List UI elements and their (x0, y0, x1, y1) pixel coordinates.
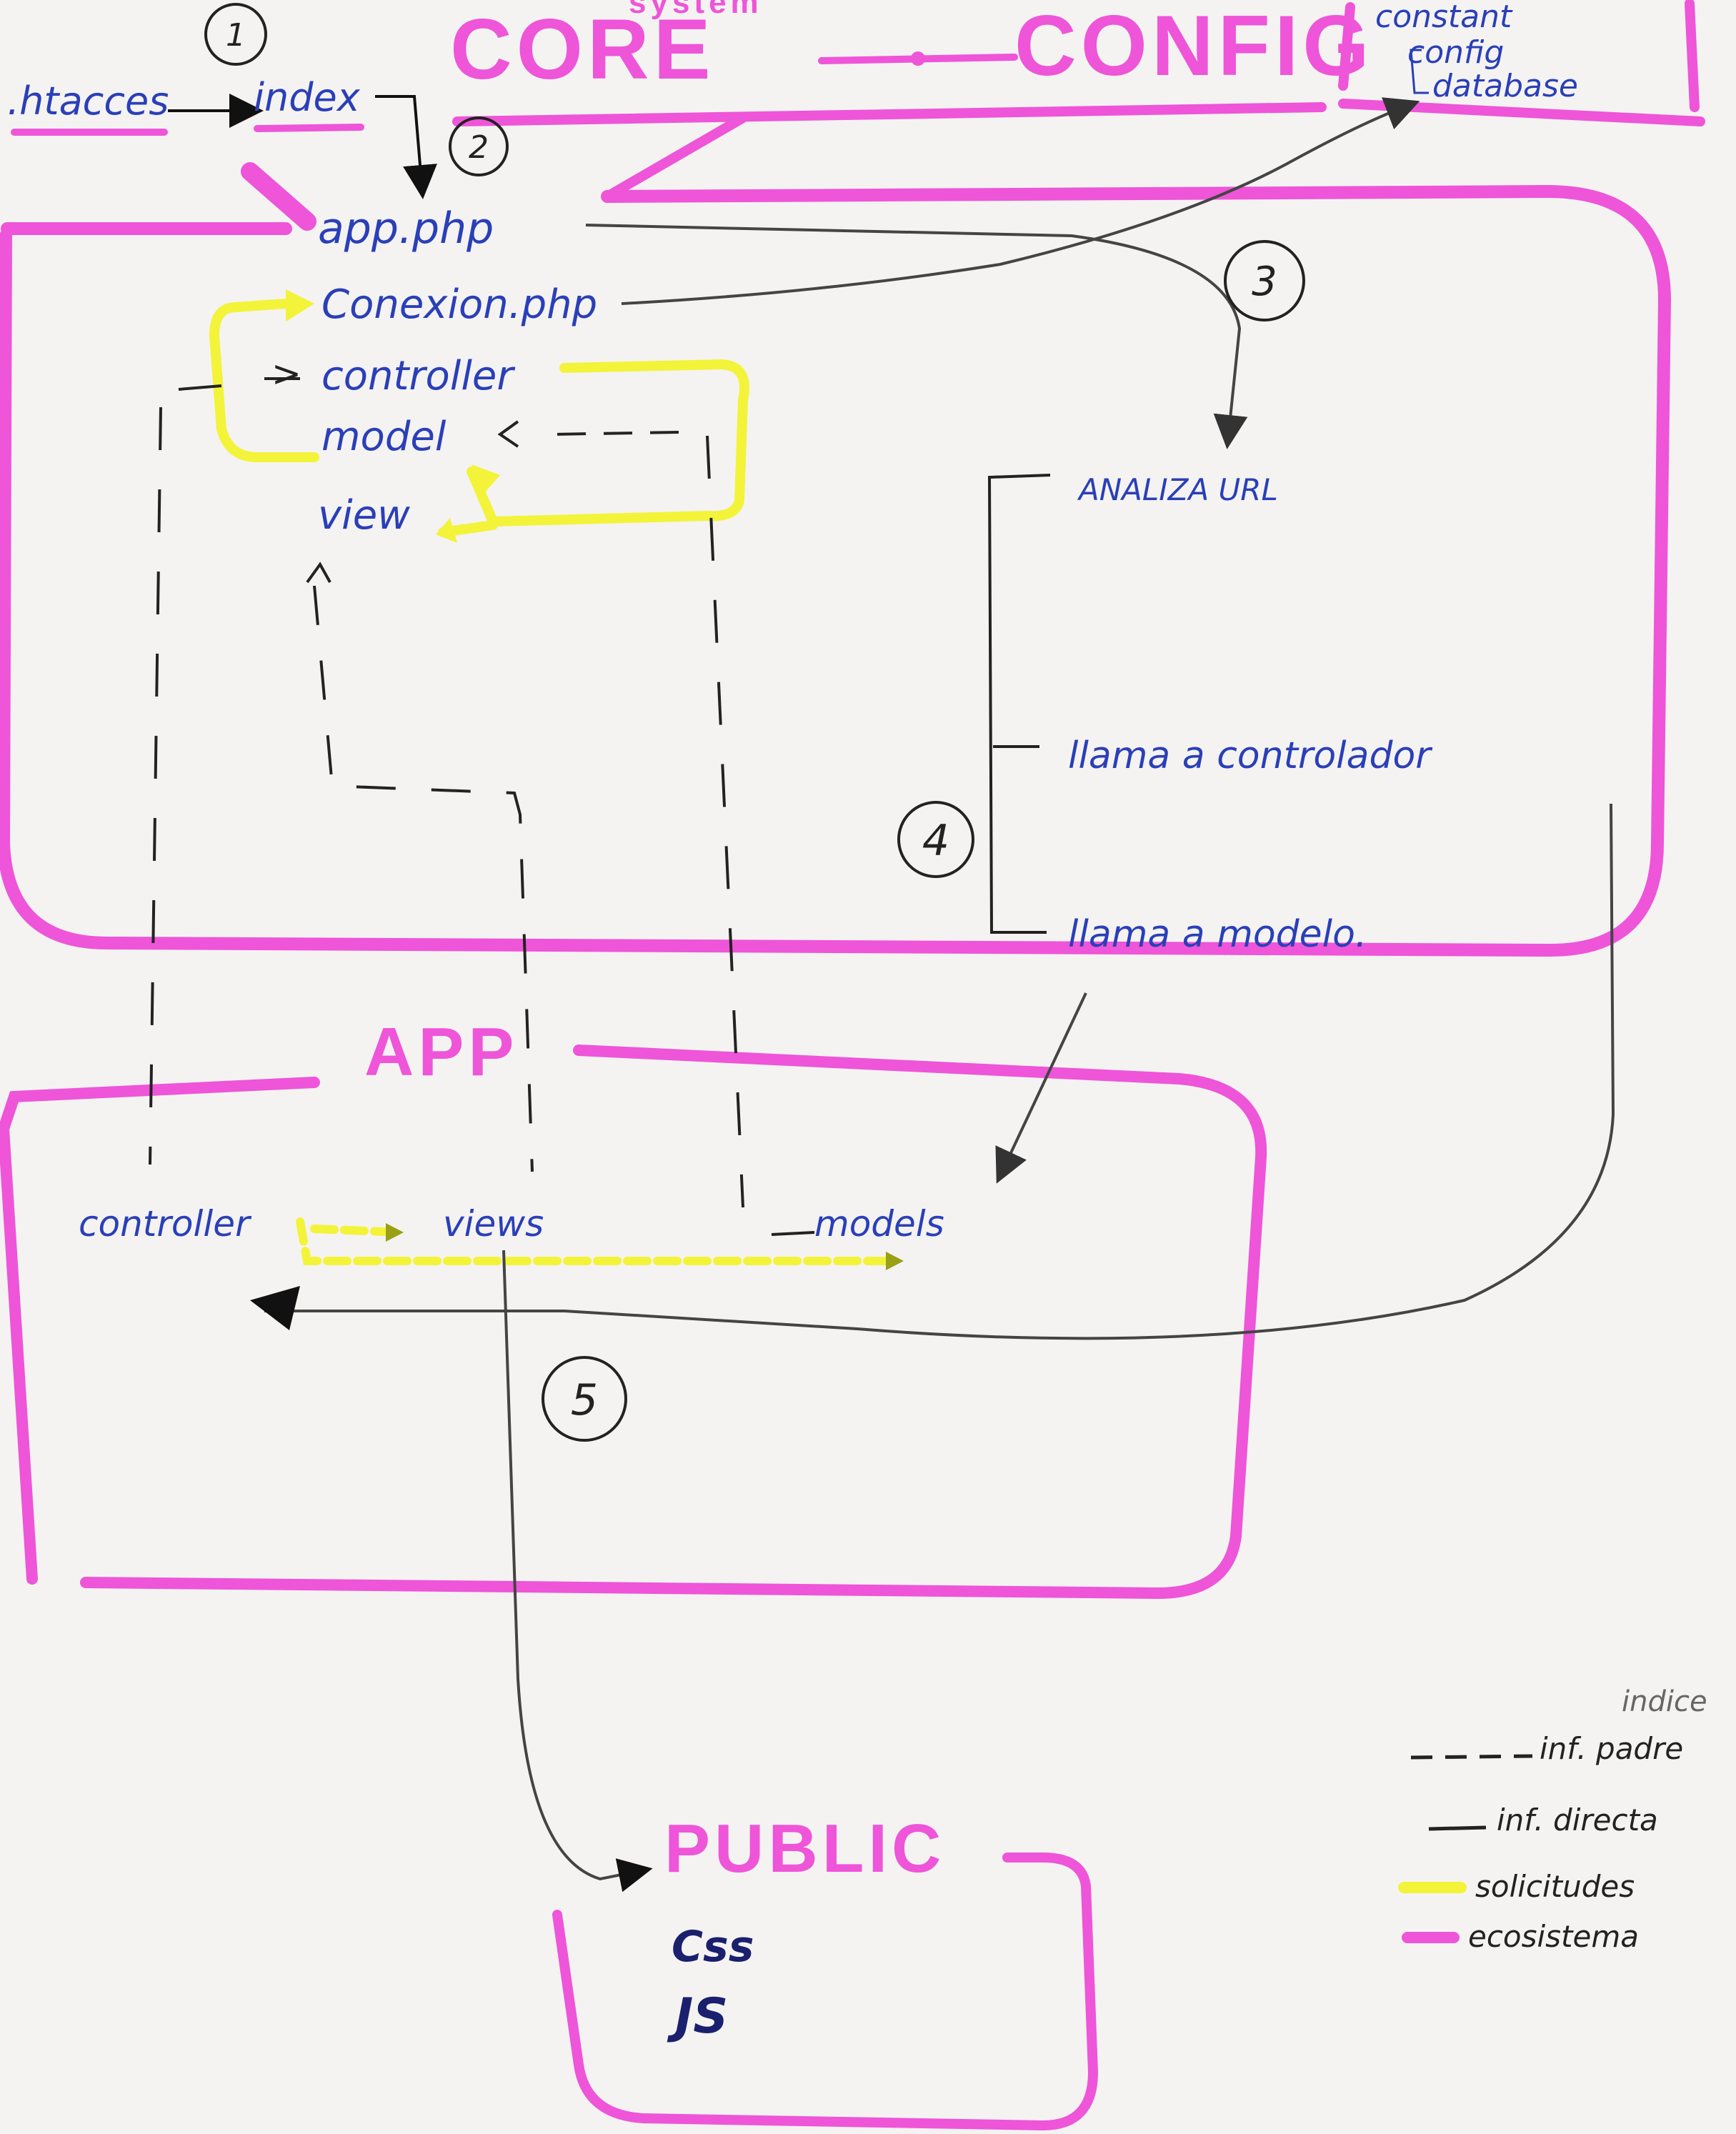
legend-title: indice (1622, 1685, 1707, 1718)
app-ecosystem-box (0, 1044, 1267, 1600)
svg-text:1: 1 (226, 17, 246, 54)
entry-underlines (11, 124, 364, 136)
svg-text:4: 4 (922, 816, 949, 866)
arrow-head-controller (250, 1286, 300, 1330)
legend-solid-swatch (1428, 1825, 1487, 1831)
core-view-label: view (318, 492, 410, 539)
controller-pointer-glyph: > (271, 353, 301, 394)
app-controller-label: controller (79, 1203, 252, 1245)
svg-text:5: 5 (571, 1375, 598, 1425)
public-js-label: JS (667, 1988, 728, 2045)
flow-analiza-url: ANALIZA URL (1077, 472, 1278, 507)
legend-dashed-swatch (1410, 1754, 1533, 1760)
app-models-label: models (814, 1203, 944, 1245)
dashed-model-return (549, 431, 679, 436)
step-4-circle: 4 (897, 801, 974, 878)
dashed-core-left (149, 407, 162, 1165)
legend-dashed-label: inf. padre (1540, 1731, 1683, 1766)
flow-llama-controlador: llama a controlador (1068, 734, 1433, 777)
step-5-circle: 5 (542, 1356, 627, 1442)
flow-bracket (987, 474, 1051, 934)
arrow-index-app (375, 95, 437, 199)
system-label: system (629, 0, 763, 20)
conexion-php-label: Conexion.php (321, 281, 597, 328)
config-item-constant: constant (1375, 0, 1513, 35)
arrow-views-public (502, 1250, 653, 1893)
htaccess-label: .htacces (7, 79, 169, 124)
public-css-label: Css (672, 1922, 754, 1972)
svg-text:2: 2 (469, 129, 489, 166)
flow-llama-modelo: llama a modelo. (1068, 913, 1367, 956)
dashed-core-right (706, 435, 744, 1208)
public-ecosystem-box (552, 1853, 1099, 2131)
config-item-config: config (1407, 34, 1504, 71)
arrow-app-analiza (585, 224, 1248, 449)
step-3-circle: 3 (1224, 240, 1305, 321)
step-2-circle: 2 (449, 116, 509, 176)
core-ecosystem-box (0, 184, 1672, 957)
core-title-underline (452, 102, 1327, 126)
request-loop-core (467, 359, 749, 527)
legend-pink-label: ecosistema (1468, 1919, 1639, 1954)
index-label: index (254, 75, 361, 120)
pink-pointer-stroke (241, 162, 316, 231)
svg-text:3: 3 (1252, 259, 1277, 305)
arrow-left-controller (178, 377, 300, 391)
public-title: PUBLIC (664, 1810, 945, 1887)
dashed-view-arrowhead (306, 562, 331, 584)
step-1-circle: 1 (204, 3, 267, 66)
arrow-models-small (771, 1231, 815, 1236)
dashed-model-arrowhead (497, 420, 519, 448)
arrow-modelo-models (995, 992, 1087, 1184)
core-title: CORE (450, 1, 715, 97)
app-views-label: views (443, 1203, 544, 1245)
app-title: APP (364, 1014, 518, 1090)
core-model-label: model (321, 414, 447, 460)
app-php-label: app.php (318, 204, 494, 254)
core-controller-label: controller (321, 353, 515, 399)
legend-solid-label: inf. directa (1497, 1803, 1658, 1838)
config-item-database: database (1432, 68, 1578, 104)
request-loop-core-left (209, 299, 319, 462)
legend: indice inf. padre inf. directa solicitud… (1398, 1685, 1707, 1954)
legend-yellow-label: solicitudes (1475, 1869, 1635, 1904)
arrow-conexion-database (621, 97, 1420, 305)
core-diagonal-stroke (602, 113, 748, 201)
arrow-controlador-controller (264, 803, 1615, 1340)
dashed-view-loop (313, 585, 534, 1172)
config-title: CONFIG (1014, 0, 1374, 94)
